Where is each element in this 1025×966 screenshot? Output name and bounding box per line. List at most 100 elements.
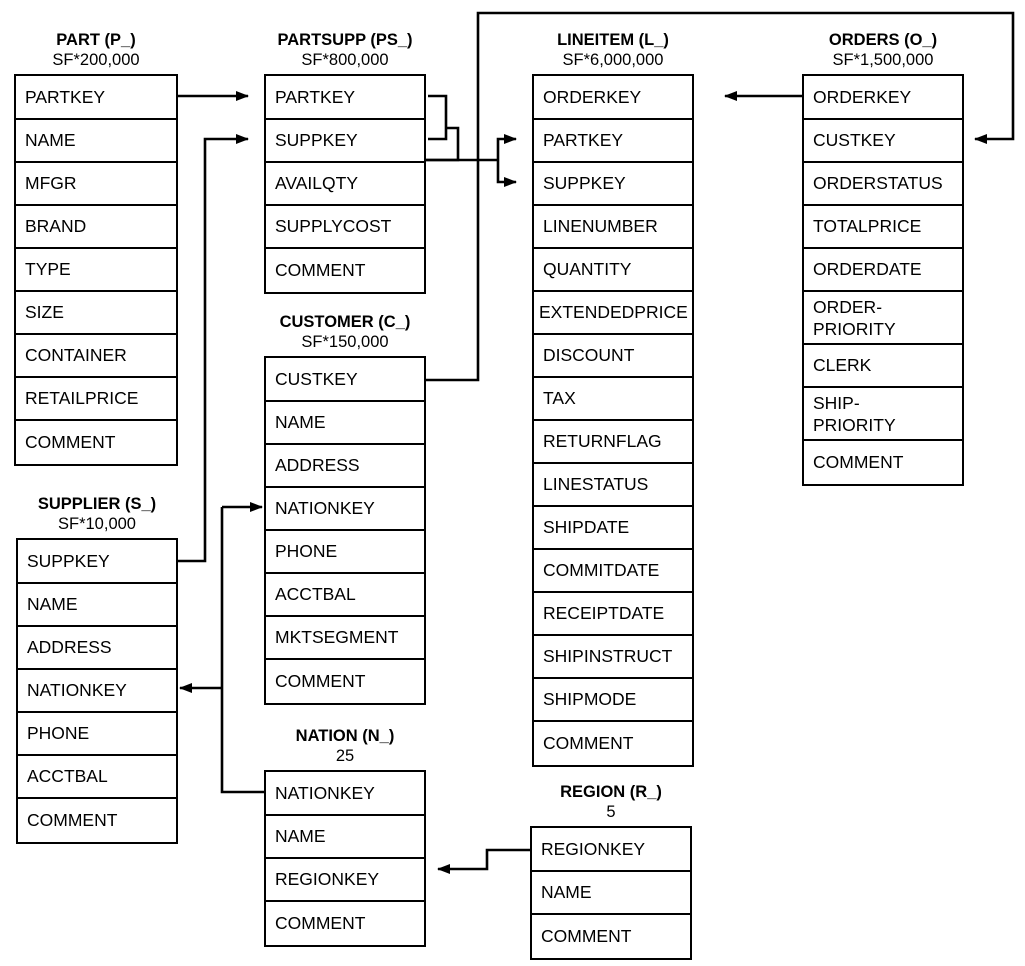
table-lineitem-column-discount: DISCOUNT: [534, 335, 692, 378]
table-lineitem-column-commitdate: COMMITDATE: [534, 550, 692, 593]
table-orders-column-comment: COMMENT: [813, 452, 904, 472]
table-lineitem-column-returnflag: RETURNFLAG: [534, 421, 692, 464]
table-orders: ORDERS (O_) SF*1,500,000 ORDERKEY CUSTKE…: [802, 30, 964, 486]
table-region-column-comment: COMMENT: [541, 926, 632, 946]
table-region-column-regionkey: REGIONKEY: [532, 828, 690, 872]
table-lineitem-column-orderkey: ORDERKEY: [534, 76, 692, 120]
table-nation-column-comment: COMMENT: [275, 913, 366, 933]
table-part: PART (P_) SF*200,000 PARTKEY NAME MFGR B…: [14, 30, 178, 466]
table-part-column-container: CONTAINER: [16, 335, 176, 378]
table-orders-column-orderkey: ORDERKEY: [804, 76, 962, 120]
table-region-title: REGION (R_): [560, 783, 662, 801]
table-region-cardinality: 5: [606, 803, 616, 821]
table-supplier-column-name: NAME: [18, 584, 176, 627]
table-lineitem: LINEITEM (L_) SF*6,000,000 ORDERKEY PART…: [532, 30, 694, 767]
table-supplier: SUPPLIER (S_) SF*10,000 SUPPKEY NAME ADD…: [16, 494, 178, 844]
edge-partsupp-to-lineitem-partkey: [496, 134, 517, 160]
table-lineitem-title: LINEITEM (L_): [557, 31, 669, 49]
table-supplier-title: SUPPLIER (S_): [37, 495, 157, 513]
edge-partsupp-suppkey-bracket: [428, 128, 448, 141]
table-customer-cardinality: SF*150,000: [301, 333, 389, 351]
table-partsupp-column-availqty: AVAILQTY: [266, 163, 424, 206]
table-region: REGION (R_) 5 REGIONKEY NAME COMMENT: [530, 782, 692, 960]
edge-nation-nationkey-trunk: [220, 507, 264, 794]
table-nation-title: NATION (N_): [295, 727, 395, 745]
table-supplier-column-nationkey: NATIONKEY: [18, 670, 176, 713]
table-lineitem-column-shipinstruct: SHIPINSTRUCT: [534, 636, 692, 679]
table-supplier-column-acctbal: ACCTBAL: [18, 756, 176, 799]
table-supplier-box: SUPPKEY NAME ADDRESS NATIONKEY PHONE ACC…: [16, 538, 178, 844]
table-lineitem-column-shipdate: SHIPDATE: [534, 507, 692, 550]
table-customer-box: CUSTKEY NAME ADDRESS NATIONKEY PHONE ACC…: [264, 356, 426, 705]
table-supplier-column-phone: PHONE: [18, 713, 176, 756]
table-nation-cardinality: 25: [335, 747, 355, 765]
table-lineitem-column-tax: TAX: [534, 378, 692, 421]
table-orders-title: ORDERS (O_): [828, 31, 938, 49]
edge-partsupp-partkey-bracket: [428, 94, 448, 128]
table-customer: CUSTOMER (C_) SF*150,000 CUSTKEY NAME AD…: [264, 312, 426, 705]
table-customer-title: CUSTOMER (C_): [279, 313, 411, 331]
table-orders-box: ORDERKEY CUSTKEY ORDERSTATUS TOTALPRICE …: [802, 74, 964, 486]
table-supplier-column-suppkey: SUPPKEY: [18, 540, 176, 584]
table-customer-column-comment: COMMENT: [275, 671, 366, 691]
table-part-column-mfgr: MFGR: [16, 163, 176, 206]
table-nation-column-nationkey: NATIONKEY: [266, 772, 424, 816]
table-lineitem-column-comment: COMMENT: [543, 733, 634, 753]
table-part-title: PART (P_): [56, 31, 136, 49]
table-customer-column-acctbal: ACCTBAL: [266, 574, 424, 617]
table-nation-column-name: NAME: [266, 816, 424, 859]
table-lineitem-column-quantity: QUANTITY: [534, 249, 692, 292]
table-lineitem-box: ORDERKEY PARTKEY SUPPKEY LINENUMBER QUAN…: [532, 74, 694, 767]
edge-supplier-suppkey-to-partsupp-suppkey: [178, 134, 249, 563]
table-lineitem-column-receiptdate: RECEIPTDATE: [534, 593, 692, 636]
table-partsupp-column-partkey: PARTKEY: [266, 76, 424, 120]
table-part-cardinality: SF*200,000: [52, 51, 140, 69]
table-part-column-brand: BRAND: [16, 206, 176, 249]
table-orders-column-clerk: CLERK: [804, 345, 962, 388]
edge-region-regionkey-to-nation-regionkey: [437, 848, 530, 874]
table-region-column-name: NAME: [532, 872, 690, 915]
table-part-column-size: SIZE: [16, 292, 176, 335]
table-customer-column-custkey: CUSTKEY: [266, 358, 424, 402]
table-partsupp-column-suppkey: SUPPKEY: [266, 120, 424, 163]
table-partsupp-cardinality: SF*800,000: [301, 51, 389, 69]
table-nation-box: NATIONKEY NAME REGIONKEY COMMENT: [264, 770, 426, 947]
table-part-column-partkey: PARTKEY: [16, 76, 176, 120]
table-orders-column-custkey: CUSTKEY: [804, 120, 962, 163]
table-lineitem-column-extendedprice: EXTENDEDPRICE: [534, 292, 692, 335]
table-customer-column-mktsegment: MKTSEGMENT: [266, 617, 424, 660]
table-part-column-type: TYPE: [16, 249, 176, 292]
table-orders-column-totalprice: TOTALPRICE: [804, 206, 962, 249]
table-customer-column-address: ADDRESS: [266, 445, 424, 488]
table-customer-column-nationkey: NATIONKEY: [266, 488, 424, 531]
table-partsupp-box: PARTKEY SUPPKEY AVAILQTY SUPPLYCOST COMM…: [264, 74, 426, 294]
table-orders-cardinality: SF*1,500,000: [832, 51, 934, 69]
table-lineitem-column-partkey: PARTKEY: [534, 120, 692, 163]
table-lineitem-cardinality: SF*6,000,000: [562, 51, 664, 69]
table-lineitem-column-shipmode: SHIPMODE: [534, 679, 692, 722]
table-supplier-column-comment: COMMENT: [27, 810, 118, 830]
table-part-column-name: NAME: [16, 120, 176, 163]
table-partsupp-column-comment: COMMENT: [275, 260, 366, 280]
edge-partsupp-to-lineitem-suppkey: [496, 160, 517, 187]
table-part-column-comment: COMMENT: [25, 432, 116, 452]
table-customer-column-phone: PHONE: [266, 531, 424, 574]
table-customer-column-name: NAME: [266, 402, 424, 445]
table-partsupp: PARTSUPP (PS_) SF*800,000 PARTKEY SUPPKE…: [264, 30, 426, 294]
table-part-box: PARTKEY NAME MFGR BRAND TYPE SIZE CONTAI…: [14, 74, 178, 466]
table-partsupp-column-supplycost: SUPPLYCOST: [266, 206, 424, 249]
table-orders-column-shippriority: SHIP-PRIORITY: [804, 388, 962, 441]
table-lineitem-column-linestatus: LINESTATUS: [534, 464, 692, 507]
table-orders-column-orderpriority: ORDER-PRIORITY: [804, 292, 962, 345]
table-supplier-cardinality: SF*10,000: [58, 515, 136, 533]
table-lineitem-column-linenumber: LINENUMBER: [534, 206, 692, 249]
table-part-column-retailprice: RETAILPRICE: [16, 378, 176, 421]
table-orders-column-orderstatus: ORDERSTATUS: [804, 163, 962, 206]
table-nation-column-regionkey: REGIONKEY: [266, 859, 424, 902]
table-partsupp-title: PARTSUPP (PS_): [277, 31, 413, 49]
table-supplier-column-address: ADDRESS: [18, 627, 176, 670]
table-lineitem-column-suppkey: SUPPKEY: [534, 163, 692, 206]
table-orders-column-orderdate: ORDERDATE: [804, 249, 962, 292]
table-nation: NATION (N_) 25 NATIONKEY NAME REGIONKEY …: [264, 726, 426, 947]
